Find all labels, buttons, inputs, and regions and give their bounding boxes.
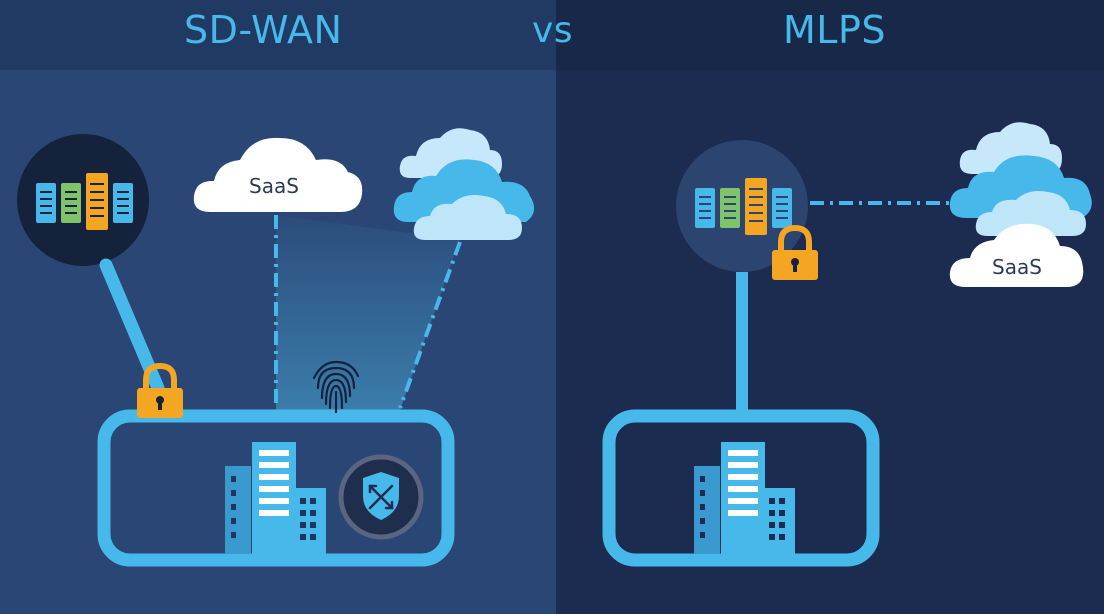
mlps-branch-building-icon [694, 442, 795, 554]
mlps-title: MLPS [783, 8, 886, 52]
mlps-datacenter-icon [676, 140, 808, 272]
lock-icon [137, 362, 183, 418]
saas-cloud-icon: SaaS [193, 137, 363, 212]
datacenter-icon [17, 134, 149, 266]
title-bar-right [556, 0, 1104, 70]
branch-building-icon [225, 442, 326, 554]
title-bar-left [0, 0, 556, 70]
sd-wan-branch-box [97, 409, 455, 567]
mlps-public-cloud-icon [949, 122, 1092, 236]
saas-label: SaaS [249, 174, 299, 198]
sd-wan-title: SD-WAN [184, 8, 343, 52]
fingerprint-icon [312, 360, 360, 414]
public-cloud-icon [393, 128, 535, 240]
vs-label: vs [532, 10, 574, 51]
internet-link-cloud [398, 241, 462, 409]
title-bar: SD-WAN vs MLPS [0, 0, 1104, 70]
mlps-branch-box [602, 409, 880, 567]
security-shield-icon [338, 454, 424, 540]
traffic-beam [276, 215, 460, 410]
mlps-saas-label: SaaS [992, 255, 1042, 279]
mlps-saas-cloud-icon: SaaS [949, 223, 1084, 287]
mlps-lock-icon [772, 224, 818, 280]
